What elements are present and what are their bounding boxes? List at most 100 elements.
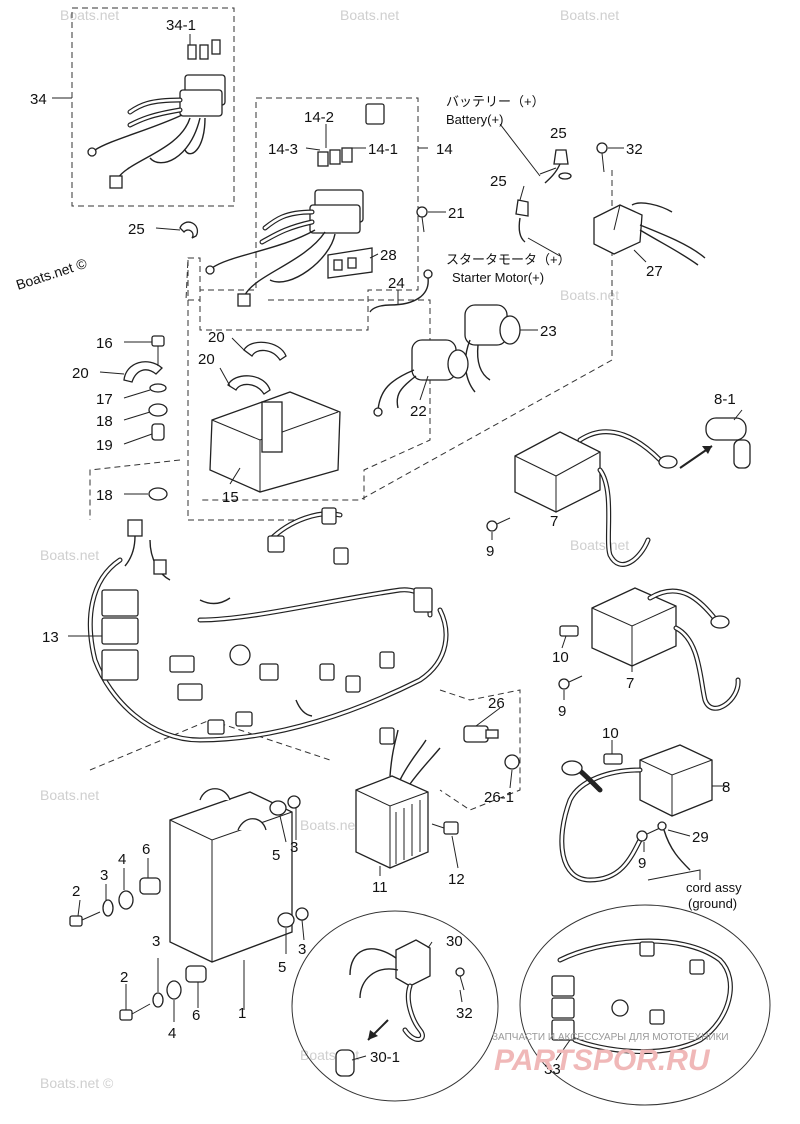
callout-34-1: 34-1	[166, 17, 196, 34]
bolt-32-top	[596, 142, 608, 173]
group-box-left-bracket	[185, 257, 201, 301]
clip-10-a	[559, 625, 579, 637]
clamp-20-c	[123, 361, 163, 383]
callout-9-a: 9	[486, 543, 494, 560]
callout-14-2: 14-2	[304, 109, 334, 126]
watermark-boats-net: Boats.net ©	[14, 255, 89, 293]
screw-16	[151, 335, 165, 366]
dash-outline-26	[439, 689, 521, 811]
callout-23: 23	[540, 323, 557, 340]
bolt-12	[431, 821, 459, 835]
collar-6-upper	[139, 877, 161, 895]
starter-label-jp: スタータモータ（+）	[446, 252, 571, 267]
callout-6-lower: 6	[192, 1007, 200, 1024]
washer-4-upper	[118, 890, 134, 910]
relay-assembly-14	[205, 103, 385, 307]
bolt-9-c	[636, 827, 661, 842]
leader-lines	[52, 34, 743, 1061]
callout-14: 14	[436, 141, 453, 158]
callout-3-b: 3	[298, 941, 306, 958]
grommet-5-b	[277, 912, 295, 928]
washer-3-a	[287, 795, 301, 809]
bolt-21	[416, 206, 428, 233]
callout-21: 21	[448, 205, 465, 222]
arrow-to-8-1	[679, 445, 713, 469]
ground-cord-29	[657, 821, 691, 871]
callout-14-3: 14-3	[268, 141, 298, 158]
callout-18-b: 18	[96, 487, 113, 504]
watermark-right-lower: Boats.net	[570, 537, 629, 553]
watermark-top-mid: Boats.net	[340, 7, 399, 23]
callout-20-b: 20	[198, 351, 215, 368]
callout-8: 8	[722, 779, 730, 796]
cord-ground-label: (ground)	[688, 896, 737, 911]
clamp-20-a	[243, 341, 287, 361]
battery-label-jp: バッテリー（+）	[446, 94, 545, 109]
cord-assy-label: cord assy	[686, 880, 742, 895]
arrow-to-30-1	[367, 1019, 389, 1041]
shop-banner-text: ЗАПЧАСТИ И АКСЕССУАРЫ ДЛЯ МОТОТЕХНИКИ	[492, 1032, 729, 1043]
clamp-25-left	[179, 221, 199, 239]
watermark-bottom-left: Boats.net ©	[40, 1075, 114, 1091]
callout-2-lower: 2	[120, 969, 128, 986]
callout-10-a: 10	[552, 649, 569, 666]
bracket-15	[209, 391, 341, 493]
plug-cap-8-1	[705, 417, 751, 469]
wire-harness-13	[87, 507, 449, 743]
watermark-left-mid: Boats.net	[40, 547, 99, 563]
callout-30-1: 30-1	[370, 1049, 400, 1066]
coil-30	[349, 939, 431, 1042]
callout-7-lower: 7	[626, 675, 634, 692]
callout-14-1: 14-1	[368, 141, 398, 158]
solenoid-23	[464, 304, 521, 393]
callout-34: 34	[30, 91, 47, 108]
wire-harness-33	[551, 938, 733, 1055]
bracket-28	[327, 247, 373, 279]
ignition-coil-7-upper	[514, 429, 678, 567]
battery-label-en: Battery(+)	[446, 112, 503, 127]
group-box-34	[71, 7, 235, 207]
callout-6-upper: 6	[142, 841, 150, 858]
callout-20-a: 20	[208, 329, 225, 346]
washer-3-lower	[152, 992, 164, 1008]
callout-5-b: 5	[278, 959, 286, 976]
dash-outline-a	[187, 260, 300, 521]
lead-wire-24	[369, 269, 433, 313]
callout-28: 28	[380, 247, 397, 264]
watermark-left-low: Boats.net	[40, 787, 99, 803]
bolt-2-upper	[69, 911, 101, 927]
callout-9-b: 9	[558, 703, 566, 720]
washer-3-upper	[102, 899, 114, 917]
callout-3-lower: 3	[152, 933, 160, 950]
watermark-top: Boats.net	[60, 7, 119, 23]
callout-4-lower: 4	[168, 1025, 176, 1042]
callout-25-battery: 25	[550, 125, 567, 142]
washer-4-lower	[166, 980, 182, 1000]
grommet-18-b	[148, 487, 168, 501]
callout-17: 17	[96, 391, 113, 408]
sensor-26	[463, 725, 520, 770]
callout-15: 15	[222, 489, 239, 506]
group-box-14	[199, 97, 419, 331]
collar-19	[151, 423, 165, 441]
callout-2-upper: 2	[72, 883, 80, 900]
cap-25-battery	[544, 149, 572, 184]
callout-3-upper: 3	[100, 867, 108, 884]
dash-outline-e	[89, 459, 181, 520]
callout-26: 26	[488, 695, 505, 712]
detail-ellipse-33	[519, 904, 771, 1106]
clip-10-b	[603, 753, 623, 765]
dash-outline-c	[200, 170, 613, 501]
regulator-11	[355, 727, 441, 869]
callout-27: 27	[646, 263, 663, 280]
callout-labels: 34 34-1 14 14-2 14-3 14-1 21 25 28 24 23…	[30, 17, 736, 1078]
callout-22: 22	[410, 403, 427, 420]
starter-label-en: Starter Motor(+)	[452, 270, 544, 285]
bolt-32-bottom	[455, 967, 465, 991]
solenoid-22	[373, 339, 469, 417]
callout-1: 1	[238, 1005, 246, 1022]
relay-assembly-34	[87, 39, 226, 189]
callout-5-a: 5	[272, 847, 280, 864]
callout-3-a: 3	[290, 839, 298, 856]
